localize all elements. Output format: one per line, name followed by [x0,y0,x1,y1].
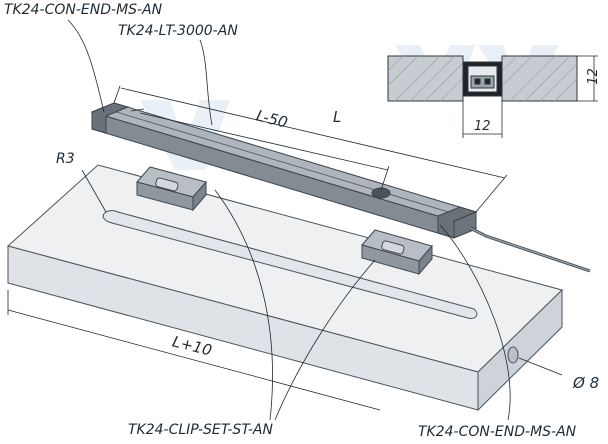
board-side-face [477,288,563,412]
part-label-profile: TK24-LT-3000-AN [118,23,238,39]
part-label-clip: TK24-CLIP-SET-ST-AN [128,422,273,438]
dim-label-R3: R3 [56,151,75,167]
section-board-right [501,55,578,102]
dim-label-L: L [333,108,342,126]
mounting-clip-left [136,166,207,212]
connector-hole [371,187,391,199]
section-dim-height: 12 [585,68,601,85]
routed-slot [102,210,478,319]
dim-label-hole-diameter: Ø 8 [573,374,600,392]
cable-hole [507,346,519,364]
end-cap-right [437,206,478,239]
part-label-end-cap-top: TK24-CON-END-MS-AN [4,2,163,18]
mounting-clip-right [361,229,433,276]
section-dim-width: 12 [474,119,491,134]
cross-section-view [387,55,598,138]
section-board-left [387,55,464,102]
mounting-board [6,164,563,412]
dimension-lines [7,19,563,421]
led-profile [90,102,478,239]
part-label-end-cap-bottom: TK24-CON-END-MS-AN [418,424,577,440]
